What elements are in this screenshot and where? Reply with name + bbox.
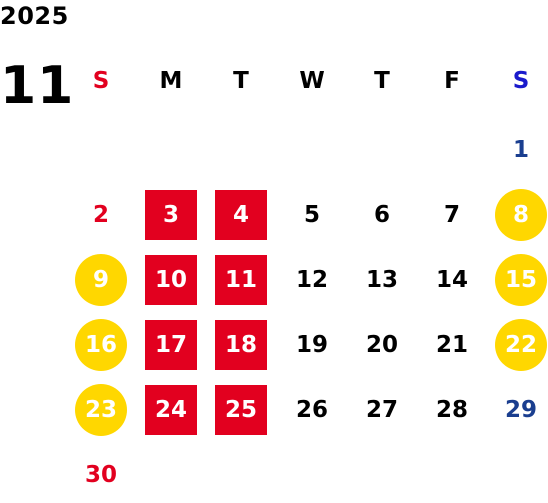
day-cell-21: 21 [435, 332, 468, 358]
day-cell-22: 22 [495, 319, 547, 371]
day-cell-3: 3 [145, 190, 197, 240]
day-cell-4: 4 [215, 190, 267, 240]
day-cell-1: 1 [512, 137, 529, 163]
calendar-month: 11 [0, 56, 75, 116]
day-cell-17: 17 [145, 320, 197, 370]
day-cell-2: 2 [92, 202, 109, 228]
day-cell-5: 5 [303, 202, 320, 228]
day-cell-6: 6 [373, 202, 390, 228]
day-cell-26: 26 [295, 397, 328, 423]
weekday-header-2: T [233, 68, 249, 94]
day-cell-19: 19 [295, 332, 328, 358]
day-cell-29: 29 [504, 397, 537, 423]
day-cell-20: 20 [365, 332, 398, 358]
day-cell-23: 23 [75, 384, 127, 436]
calendar-year: 2025 [0, 2, 69, 30]
day-cell-9: 9 [75, 254, 127, 306]
weekday-header-5: F [444, 68, 460, 94]
day-cell-18: 18 [215, 320, 267, 370]
weekday-header-1: M [159, 68, 183, 94]
day-cell-30: 30 [84, 462, 117, 488]
day-cell-8: 8 [495, 189, 547, 241]
day-cell-24: 24 [145, 385, 197, 435]
weekday-header-0: S [92, 68, 110, 94]
weekday-header-4: T [374, 68, 390, 94]
day-cell-27: 27 [365, 397, 398, 423]
day-cell-10: 10 [145, 255, 197, 305]
weekday-header-3: W [299, 68, 325, 94]
weekday-header-6: S [512, 68, 530, 94]
day-cell-13: 13 [365, 267, 398, 293]
day-cell-11: 11 [215, 255, 267, 305]
day-cell-15: 15 [495, 254, 547, 306]
day-cell-14: 14 [435, 267, 468, 293]
day-cell-7: 7 [443, 202, 460, 228]
day-cell-12: 12 [295, 267, 328, 293]
day-cell-16: 16 [75, 319, 127, 371]
day-cell-25: 25 [215, 385, 267, 435]
day-cell-28: 28 [435, 397, 468, 423]
